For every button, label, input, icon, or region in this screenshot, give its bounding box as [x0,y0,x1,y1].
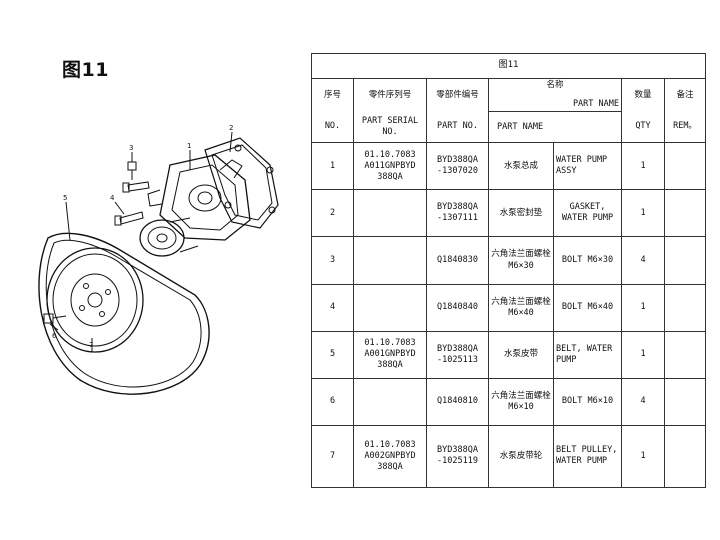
row-serial: 01.10.7083 A001GNPBYD 388QA [353,330,427,379]
table-caption: 图11 [310,52,707,80]
row-partno: BYD388QA -1307020 [426,142,489,191]
header-partname-top: PART NAME [572,99,619,110]
row-name-en: GASKET, WATER PUMP [553,189,622,238]
table-row: 6 Q1840810 六角法兰面螺栓 M6×10 BOLT M6×10 4 [311,377,707,426]
row-no: 6 [311,377,354,426]
row-qty: 1 [621,330,665,379]
table-row: 4 Q1840840 六角法兰面螺栓M6×40 BOLT M6×40 1 [311,283,707,332]
row-qty: 1 [621,283,665,332]
header-remark-cn: 备注 [663,78,707,112]
row-serial [353,377,427,426]
row-name-cn: 水泵皮带 [488,330,554,379]
header-partno-en: PART NO. [426,111,489,144]
row-qty: 1 [621,142,665,191]
row-name-cn: 水泵密封垫 [488,189,554,238]
row-remark [663,189,707,238]
header-partno-cn: 零部件编号 [426,78,489,112]
header-remark-en: REM。 [663,111,707,144]
header-qty-cn: 数量 [621,78,665,112]
row-partno: Q1840840 [426,283,489,332]
table-row: 7 01.10.7083 A002GNPBYD 388QA BYD388QA -… [311,424,707,489]
row-serial [353,283,427,332]
row-name-cn: 水泵总成 [488,142,554,191]
row-serial: 01.10.7083 A002GNPBYD 388QA [353,424,427,489]
row-serial [353,189,427,238]
callout-1: 1 [187,142,191,150]
row-no: 7 [311,424,354,489]
table-row: 2 BYD388QA -1307111 水泵密封垫 GASKET, WATER … [311,189,707,238]
table-row: 3 Q1840830 六角法兰面螺栓M6×30 BOLT M6×30 4 [311,236,707,285]
callout-6: 6 [52,332,57,340]
header-no-en: NO. [311,111,354,144]
row-qty: 4 [621,377,665,426]
row-remark [663,142,707,191]
row-remark [663,236,707,285]
header-name-cn: 名称 PART NAME [488,78,622,113]
callout-4: 4 [110,194,115,202]
row-name-cn: 六角法兰面螺栓M6×30 [488,236,554,285]
row-partno: BYD388QA -1025119 [426,424,489,489]
callout-5: 5 [63,194,67,202]
header-serial-cn: 零件序列号 [353,78,427,112]
row-qty: 1 [621,424,665,489]
row-name-en: BOLT M6×30 [553,236,622,285]
header-no-cn: 序号 [311,78,354,112]
row-name-en: BELT, WATER PUMP [553,330,622,379]
row-serial [353,236,427,285]
row-name-cn: 六角法兰面螺栓M6×40 [488,283,554,332]
row-partno: BYD388QA -1307111 [426,189,489,238]
row-qty: 1 [621,189,665,238]
callout-2: 2 [229,124,233,132]
header-qty-en: QTY [621,111,665,144]
parts-table: 图11 序号 零件序列号 零部件编号 名称 PART NAME 数量 备注 NO… [310,52,707,489]
header-serial-en: PART SERIAL NO. [353,111,427,144]
row-no: 5 [311,330,354,379]
row-remark [663,377,707,426]
callout-3: 3 [129,144,133,152]
row-no: 1 [311,142,354,191]
row-name-en: BOLT M6×40 [553,283,622,332]
row-name-cn: 六角法兰面螺栓 M6×10 [488,377,554,426]
callout-7: 7 [89,341,93,349]
row-remark [663,330,707,379]
water-pump-exploded-diagram: 2 1 3 4 5 6 7 [38,124,279,395]
row-serial: 01.10.7083 A011GNPBYD 388QA [353,142,427,191]
row-name-cn: 水泵皮带轮 [488,424,554,489]
row-qty: 4 [621,236,665,285]
row-name-en: BELT PULLEY, WATER PUMP [553,424,622,489]
row-no: 3 [311,236,354,285]
row-name-en: BOLT M6×10 [553,377,622,426]
row-partno: BYD388QA -1025113 [426,330,489,379]
row-partno: Q1840830 [426,236,489,285]
figure-title: 图11 [62,59,109,81]
table-row: 5 01.10.7083 A001GNPBYD 388QA BYD388QA -… [311,330,707,379]
header-name-cn-text: 名称 [546,80,564,91]
row-partno: Q1840810 [426,377,489,426]
row-remark [663,283,707,332]
header-partname-en: PART NAME [488,111,622,144]
row-remark [663,424,707,489]
row-no: 2 [311,189,354,238]
row-no: 4 [311,283,354,332]
row-name-en: WATER PUMP ASSY [553,142,622,191]
table-row: 1 01.10.7083 A011GNPBYD 388QA BYD388QA -… [311,142,707,191]
